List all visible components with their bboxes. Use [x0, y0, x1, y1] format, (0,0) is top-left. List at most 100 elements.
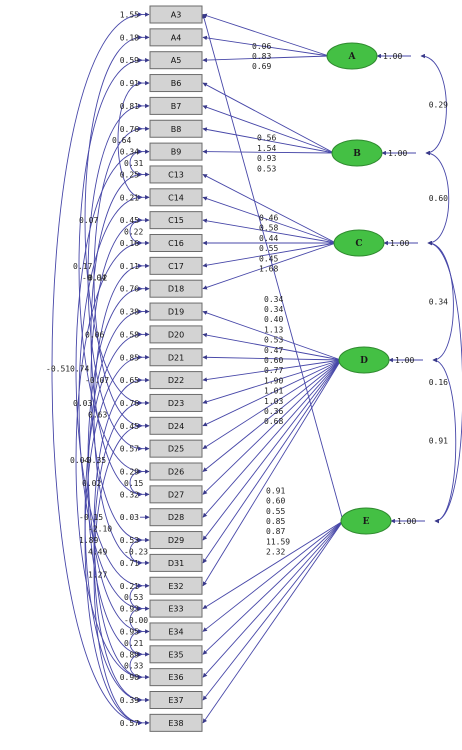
loading-label-d27: 1.90 [264, 376, 283, 385]
error-covariance-label: 0.07 [79, 216, 98, 225]
error-variance-d21: 0.85 [120, 353, 139, 362]
loading-label-d26: 0.77 [264, 366, 283, 375]
loading-d-d24 [202, 359, 342, 427]
error-covariance-label: 0.63 [88, 410, 107, 419]
indicator-label: D19 [168, 308, 184, 317]
loading-label-d18: 1.68 [259, 265, 278, 274]
indicator-box-e34: E34 [149, 622, 203, 641]
loading-label-d25: 0.60 [264, 356, 283, 365]
loading-label-b7: 1.54 [257, 144, 276, 153]
indicator-box-e38: E38 [149, 713, 203, 732]
loading-c-c14 [202, 196, 337, 244]
indicator-box-c13: C13 [149, 165, 203, 184]
indicator-box-a5: A5 [149, 51, 203, 70]
error-covariance-label: 0.21 [124, 639, 143, 648]
error-covariance-label: -0.23 [124, 547, 148, 556]
error-variance-d28: 0.03 [120, 513, 139, 522]
error-covariance-label: 0.31 [124, 159, 143, 168]
error-variance-e34: 0.95 [120, 627, 139, 636]
indicator-label: D28 [168, 513, 184, 522]
error-variance-b7: 0.81 [120, 102, 139, 111]
loading-d-e32 [202, 359, 342, 587]
indicator-label: C16 [168, 239, 184, 248]
indicator-box-b9: B9 [149, 142, 203, 161]
error-variance-d25: 0.57 [120, 445, 139, 454]
error-variance-e32: 0.21 [120, 582, 139, 591]
error-covariance-a4-d23 [84, 35, 143, 406]
factor-correlation-label: 0.29 [429, 101, 448, 110]
error-covariance-label: -0.00 [124, 616, 148, 625]
error-variance-e33: 0.93 [120, 605, 139, 614]
indicator-box-d21: D21 [149, 348, 203, 367]
error-variance-c14: 0.21 [120, 193, 139, 202]
factor-correlation-c-e [427, 240, 462, 524]
indicator-box-b6: B6 [149, 74, 203, 93]
loading-label-e38: 11.59 [266, 537, 290, 546]
loading-b-b8 [202, 127, 335, 154]
loading-label-d23: 0.53 [264, 336, 283, 345]
loading-label-d22: 1.13 [264, 325, 283, 334]
loading-d-d22 [202, 359, 342, 382]
indicator-label: D18 [168, 285, 184, 294]
error-variance-b9: 0.34 [120, 148, 139, 157]
error-variance-a4: 0.18 [120, 33, 139, 42]
error-covariance-d26-d27 [129, 469, 143, 497]
loading-label-e33: 0.91 [266, 486, 285, 495]
indicator-box-c14: C14 [149, 188, 203, 207]
indicator-label: B7 [171, 102, 182, 111]
error-variance-b8: 0.76 [120, 125, 139, 134]
latent-d: D [338, 346, 390, 374]
indicator-box-a3: A3 [149, 5, 203, 24]
loading-label-c13: 0.46 [259, 214, 278, 223]
error-variance-d23: 0.76 [120, 399, 139, 408]
indicator-box-d20: D20 [149, 325, 203, 344]
indicator-box-e32: E32 [149, 576, 203, 595]
error-covariance-layer [51, 12, 143, 726]
error-variance-d22: 0.65 [120, 376, 139, 385]
latent-label: E [363, 517, 370, 527]
indicator-box-c15: C15 [149, 211, 203, 230]
loading-e-e36 [202, 520, 344, 678]
indicator-label: E37 [168, 696, 183, 705]
indicator-label: D21 [168, 353, 184, 362]
indicator-label: D24 [168, 422, 184, 431]
loading-e-e37 [202, 520, 344, 701]
error-variance-c16: 0.16 [120, 239, 139, 248]
error-covariance-label: 0.04 [70, 456, 89, 465]
loading-label-c16: 0.55 [259, 244, 278, 253]
loading-label-c17: 0.45 [259, 254, 278, 263]
loading-e-e34 [202, 520, 344, 632]
indicator-box-d26: D26 [149, 462, 203, 481]
error-covariance-label: 0.12 [88, 273, 107, 282]
latent-variance-b: 1.00 [388, 149, 407, 158]
error-variance-d19: 0.38 [120, 308, 139, 317]
loading-b-b7 [202, 105, 335, 154]
indicator-box-d27: D27 [149, 485, 203, 504]
latent-label: A [348, 52, 357, 62]
error-covariance-c15-d29 [90, 217, 143, 543]
error-covariance-b9-e32 [75, 149, 143, 588]
factor-correlation-b-c [425, 150, 450, 246]
loading-label-a4: 0.83 [252, 52, 271, 61]
indicator-label: C14 [168, 193, 184, 202]
error-covariance-e35-e36 [129, 652, 143, 680]
loading-label-e32: 0.68 [264, 417, 283, 426]
indicator-box-d22: D22 [149, 371, 203, 390]
label-layer: -0.510.070.170.64-0.040.120.740.060.03-0… [46, 11, 448, 728]
indicator-label: A3 [171, 11, 182, 20]
loading-d-d31 [202, 359, 342, 564]
loading-b-b9 [202, 149, 335, 154]
loading-d-d21 [202, 355, 342, 361]
indicator-box-c16: C16 [149, 234, 203, 252]
error-covariance-d29-d31 [129, 537, 143, 566]
error-variance-e38: 0.57 [120, 719, 139, 728]
indicator-box-d23: D23 [149, 393, 203, 412]
indicator-box-b7: B7 [149, 96, 203, 115]
error-covariance-a3-e38 [51, 12, 143, 726]
latent-label: D [360, 356, 368, 366]
error-variance-d31: 0.71 [120, 559, 139, 568]
indicator-label: E34 [168, 627, 183, 636]
error-covariance-label: -0.07 [85, 376, 109, 385]
loading-label-a5: 0.69 [252, 62, 271, 71]
